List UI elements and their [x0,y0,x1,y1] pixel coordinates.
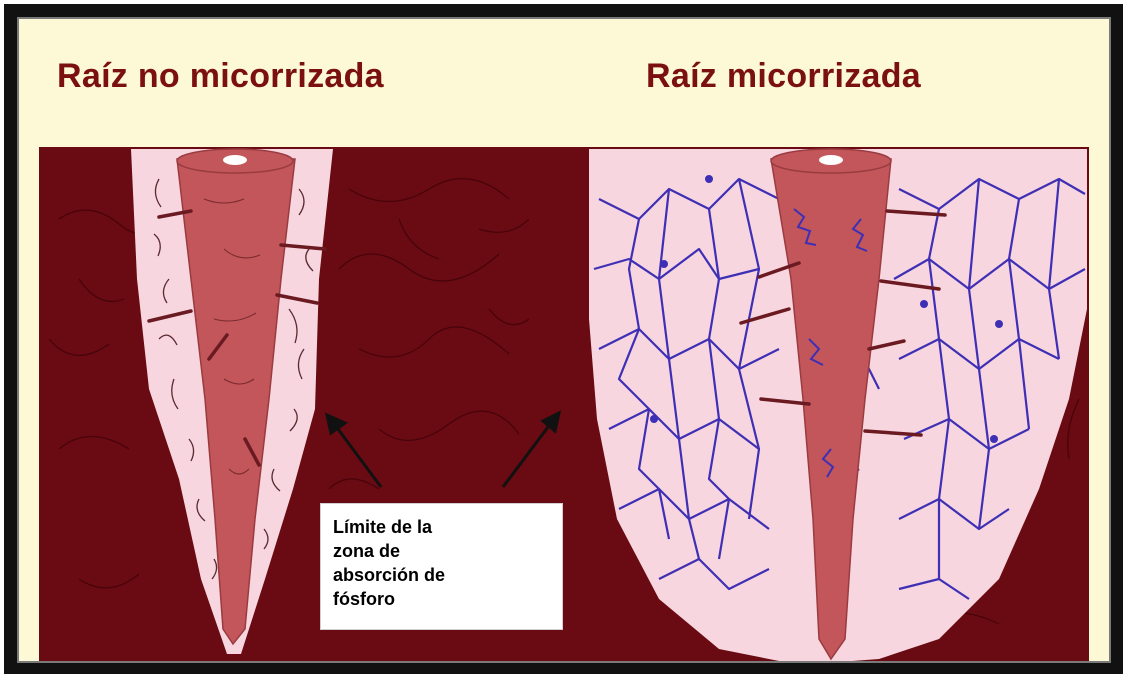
callout-line: zona de [333,539,550,563]
root-right-core [819,155,843,165]
title-non-mycorrhizal: Raíz no micorrizada [57,57,384,96]
title-mycorrhizal: Raíz micorrizada [646,57,921,96]
callout-line: fósforo [333,587,550,611]
figure-panel: Raíz no micorrizada Raíz micorrizada Lím… [17,17,1111,663]
callout-line: Límite de la [333,515,550,539]
root-left-core [223,155,247,165]
callout-line: absorción de [333,563,550,587]
outer-frame: Raíz no micorrizada Raíz micorrizada Lím… [4,4,1123,674]
callout-box: Límite de la zona de absorción de fósfor… [320,503,563,630]
root-diagram [19,19,1111,663]
